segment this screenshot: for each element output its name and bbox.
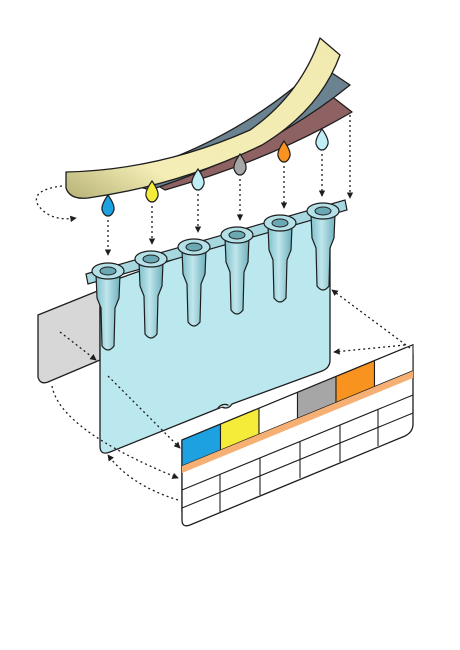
tube-body	[95, 273, 121, 351]
drop-yellow	[145, 179, 159, 203]
drop-light-cyan	[191, 167, 205, 191]
bottom-arrow	[107, 454, 179, 501]
back-sheet	[37, 289, 101, 384]
tube	[263, 214, 297, 303]
label-color-row	[181, 343, 414, 467]
drop-gray	[233, 152, 247, 176]
panel-to-card-arrow-top	[107, 375, 181, 449]
tube-body	[181, 249, 207, 327]
tube-opening	[142, 254, 160, 264]
assembly-arrows	[51, 289, 411, 501]
tube	[91, 262, 125, 351]
panel-to-card-arrow-left	[51, 385, 179, 479]
tube	[134, 250, 168, 339]
tube	[306, 202, 340, 291]
card-to-panel-arrow-right	[333, 344, 406, 355]
label-card	[181, 343, 414, 527]
tube-body	[310, 213, 336, 291]
tube-body	[224, 237, 250, 315]
card-to-panel-arrow	[331, 289, 411, 349]
tube-body	[138, 261, 164, 339]
drop-orange	[277, 139, 291, 163]
tube-opening	[314, 206, 332, 216]
tube-opening	[185, 242, 203, 252]
label-color-cell	[373, 343, 414, 388]
panel-notch	[217, 403, 229, 409]
film-peel-arrow	[35, 185, 77, 223]
tube	[177, 238, 211, 327]
accent-stripe	[182, 371, 413, 473]
drop-blue	[101, 193, 115, 217]
drop-light-cyan	[315, 127, 329, 151]
tube-body	[267, 225, 293, 303]
tube-strip	[85, 199, 348, 351]
reagent-drops	[101, 115, 354, 256]
tube-opening	[271, 218, 289, 228]
label-card-grid	[181, 394, 414, 512]
tube-opening	[99, 266, 117, 276]
tube	[220, 226, 254, 315]
sealing-film-front	[65, 37, 341, 199]
tube-opening	[228, 230, 246, 240]
